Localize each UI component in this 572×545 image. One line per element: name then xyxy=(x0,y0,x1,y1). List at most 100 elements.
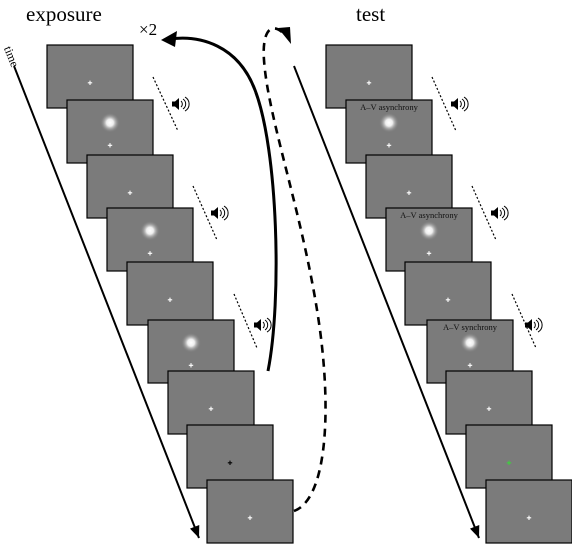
speaker-body xyxy=(491,210,494,216)
test-frame xyxy=(445,370,533,435)
speaker-body xyxy=(525,322,528,328)
test-title: test xyxy=(356,2,386,26)
sound-wave xyxy=(533,321,536,329)
sound-wave xyxy=(461,98,466,110)
to-test-arrow-head xyxy=(278,27,291,44)
fixation-cross xyxy=(188,363,194,368)
test-frame xyxy=(465,424,553,489)
fixation-cross xyxy=(147,251,153,256)
sound-wave xyxy=(264,319,269,331)
sound-wave xyxy=(499,209,502,217)
fixation-cross xyxy=(366,80,372,85)
exposure-frame xyxy=(66,99,154,164)
screen xyxy=(206,479,294,544)
sound-wave xyxy=(182,98,187,110)
speaker-cone xyxy=(175,98,179,110)
fixation-cross xyxy=(526,515,532,520)
fixation-cross xyxy=(127,190,133,195)
screen xyxy=(46,44,134,109)
flash-stimulus xyxy=(379,112,399,133)
sound-wave xyxy=(459,100,462,108)
exposure-frame xyxy=(106,207,194,272)
loop-arrows xyxy=(161,27,327,513)
test-time-arrow-head xyxy=(469,525,480,538)
fixation-cross xyxy=(486,406,492,411)
flash-stimulus xyxy=(100,112,120,133)
speaker-body xyxy=(254,322,257,328)
fixation-cross xyxy=(247,515,253,520)
exposure-title: exposure xyxy=(26,2,102,26)
sound-wave xyxy=(184,96,190,112)
fixation-cross xyxy=(506,460,512,465)
speaker-icon xyxy=(491,205,509,221)
sound-timeline xyxy=(233,293,258,349)
sound-timeline xyxy=(192,185,218,241)
speaker-icon xyxy=(451,96,469,112)
sound-wave xyxy=(535,319,540,331)
sound-wave xyxy=(501,207,506,219)
test-frame xyxy=(404,261,492,326)
condition-label: A–V asynchrony xyxy=(360,102,418,112)
speaker-cone xyxy=(528,319,532,331)
sound-cues xyxy=(152,76,543,349)
screen xyxy=(404,261,492,326)
screen xyxy=(167,370,255,435)
screen xyxy=(126,261,214,326)
sound-wave xyxy=(219,209,222,217)
test-frame: A–V asynchrony xyxy=(345,99,433,164)
exposure-frame xyxy=(186,424,274,489)
fixation-cross xyxy=(445,297,451,302)
test-frame xyxy=(485,479,572,544)
test-time-arrow xyxy=(293,65,480,539)
speaker-body xyxy=(172,101,175,107)
fixation-cross xyxy=(87,80,93,85)
sound-wave xyxy=(463,96,469,112)
exposure-frame xyxy=(46,44,134,109)
speaker-icon xyxy=(525,317,543,333)
condition-label: A–V asynchrony xyxy=(400,210,458,220)
fixation-cross xyxy=(406,190,412,195)
fixation-cross xyxy=(426,251,432,256)
fixation-cross xyxy=(107,143,113,148)
speaker-cone xyxy=(214,207,218,219)
fixation-cross xyxy=(227,460,233,465)
flash-stimulus xyxy=(140,220,160,241)
screen xyxy=(325,44,413,109)
fixation-cross xyxy=(386,143,392,148)
screen xyxy=(465,424,553,489)
flash-stimulus xyxy=(419,220,439,241)
repeat-label: ×2 xyxy=(139,20,158,39)
exposure-frame xyxy=(126,261,214,326)
repeat-loop-arrow xyxy=(169,36,278,372)
sound-timeline xyxy=(431,76,457,132)
test-frame xyxy=(325,44,413,109)
condition-label: A–V synchrony xyxy=(443,322,498,332)
fixation-cross xyxy=(167,297,173,302)
time-arrows xyxy=(13,65,480,539)
screen xyxy=(186,424,274,489)
sound-wave xyxy=(537,317,543,333)
speaker-icon xyxy=(211,205,229,221)
speaker-cone xyxy=(257,319,261,331)
sound-wave xyxy=(503,205,509,221)
speaker-body xyxy=(451,101,454,107)
sound-timeline xyxy=(511,293,537,349)
speaker-cone xyxy=(454,98,458,110)
screen xyxy=(485,479,572,544)
exposure-time-arrow-head xyxy=(189,525,200,538)
fixation-cross xyxy=(467,363,473,368)
speaker-icon xyxy=(172,96,190,112)
to-test-arrow xyxy=(262,27,327,513)
flash-stimulus xyxy=(460,332,480,353)
sound-timeline xyxy=(471,185,497,241)
test-frame: A–V asynchrony xyxy=(385,207,473,272)
sound-wave xyxy=(262,321,265,329)
speaker-body xyxy=(211,210,214,216)
exposure-frame xyxy=(167,370,255,435)
sound-timeline xyxy=(152,76,179,132)
flash-stimulus xyxy=(181,332,201,353)
sound-wave xyxy=(266,317,272,333)
